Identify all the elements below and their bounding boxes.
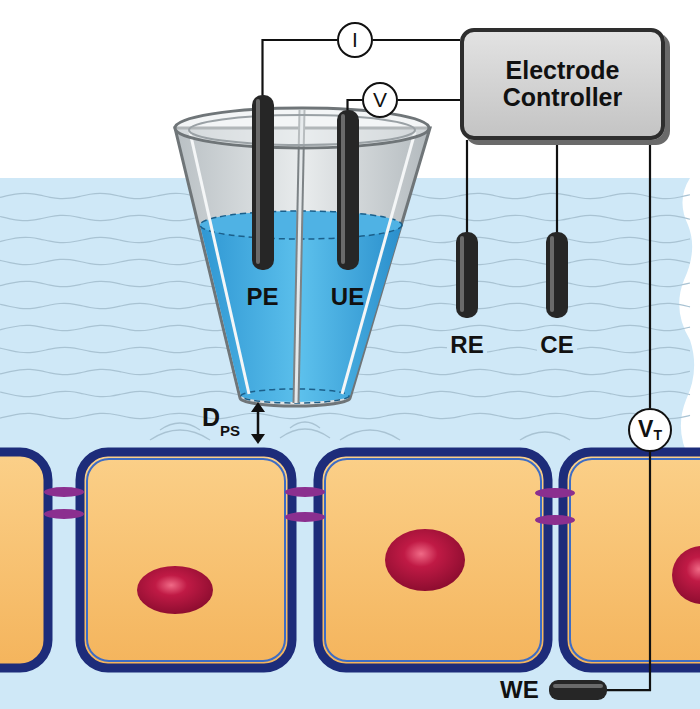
cell-layer (0, 452, 700, 668)
electrode-label: WE (500, 677, 539, 703)
nucleus (672, 546, 700, 604)
arrowhead (251, 434, 265, 444)
pipette-septum (296, 110, 302, 403)
electrode-label: PE (246, 284, 278, 310)
tight-junction (535, 515, 575, 525)
working-electrode: WE (500, 677, 607, 703)
electrode-rod-highlight (553, 684, 603, 688)
wave-line (0, 413, 690, 418)
electrode-rod (251, 95, 275, 270)
cell-inner-edge (570, 459, 700, 661)
electrode-rod-highlight (256, 99, 260, 264)
electrode-rod-body (252, 95, 274, 270)
ripple (520, 432, 570, 440)
tight-junction (285, 512, 325, 522)
meter-symbol: I (352, 28, 358, 51)
distance-subscript: PS (220, 423, 240, 440)
electrode-rod (455, 232, 479, 318)
distance-arrow (251, 402, 265, 444)
distance-arrow-shaft (257, 410, 260, 436)
electrode-rod-highlight (341, 114, 345, 264)
transepithelial-voltmeter: VT (628, 408, 672, 452)
nucleus (385, 529, 465, 591)
reference-electrode: RE (443, 232, 491, 358)
ripple (340, 430, 400, 440)
ripple (150, 430, 210, 440)
electrode-label: UE (331, 284, 364, 310)
electrode-rod-body (546, 232, 568, 318)
cell (318, 452, 548, 668)
voltage-source: V (362, 82, 398, 118)
pipette-septum (296, 110, 302, 403)
arrowhead (251, 402, 265, 412)
wire (373, 39, 460, 41)
controller-box: Electrode Controller (460, 28, 665, 140)
wire (649, 140, 651, 408)
wire (398, 99, 460, 101)
distance-symbol: D (202, 404, 220, 432)
ripple (160, 423, 200, 430)
electrode-label: RE (447, 332, 486, 358)
nucleus (137, 566, 213, 614)
tight-junction (535, 488, 575, 498)
wire (607, 452, 650, 690)
cell (80, 452, 292, 668)
pipette-rim-inner (189, 115, 415, 145)
ripple (280, 429, 330, 438)
pipette-inner-wall (190, 132, 249, 394)
current-meter: I (337, 22, 373, 58)
ripple (290, 422, 320, 428)
cell-inner-edge (87, 459, 285, 661)
cell-inner-edge (325, 459, 541, 661)
wire (466, 140, 468, 232)
controller-label: Electrode Controller (474, 57, 651, 112)
cell (0, 452, 48, 668)
meter-symbol: T (653, 428, 662, 443)
electrode-rod-body (549, 680, 607, 700)
probe-electrode: PE (240, 95, 285, 310)
tight-junction (44, 509, 84, 519)
cell (563, 452, 700, 668)
electrode-rod-highlight (550, 236, 554, 312)
wire (263, 40, 338, 95)
tight-junction (285, 487, 325, 497)
electrode-rod (336, 110, 360, 270)
electrode-rod-body (456, 232, 478, 318)
electrode-rod-highlight (460, 236, 464, 312)
electrode-rod (549, 679, 607, 701)
probe-electrode: UE (325, 110, 370, 310)
meter-symbol: V (373, 88, 387, 111)
counter-electrode: CE (533, 232, 581, 358)
wire (556, 140, 558, 232)
electrode-rod (545, 232, 569, 318)
wire (348, 100, 363, 110)
tight-junction (44, 487, 84, 497)
electrode-rod-body (337, 110, 359, 270)
meter-symbol: V (638, 417, 653, 442)
electrode-label: CE (537, 332, 576, 358)
pipette (175, 108, 430, 406)
